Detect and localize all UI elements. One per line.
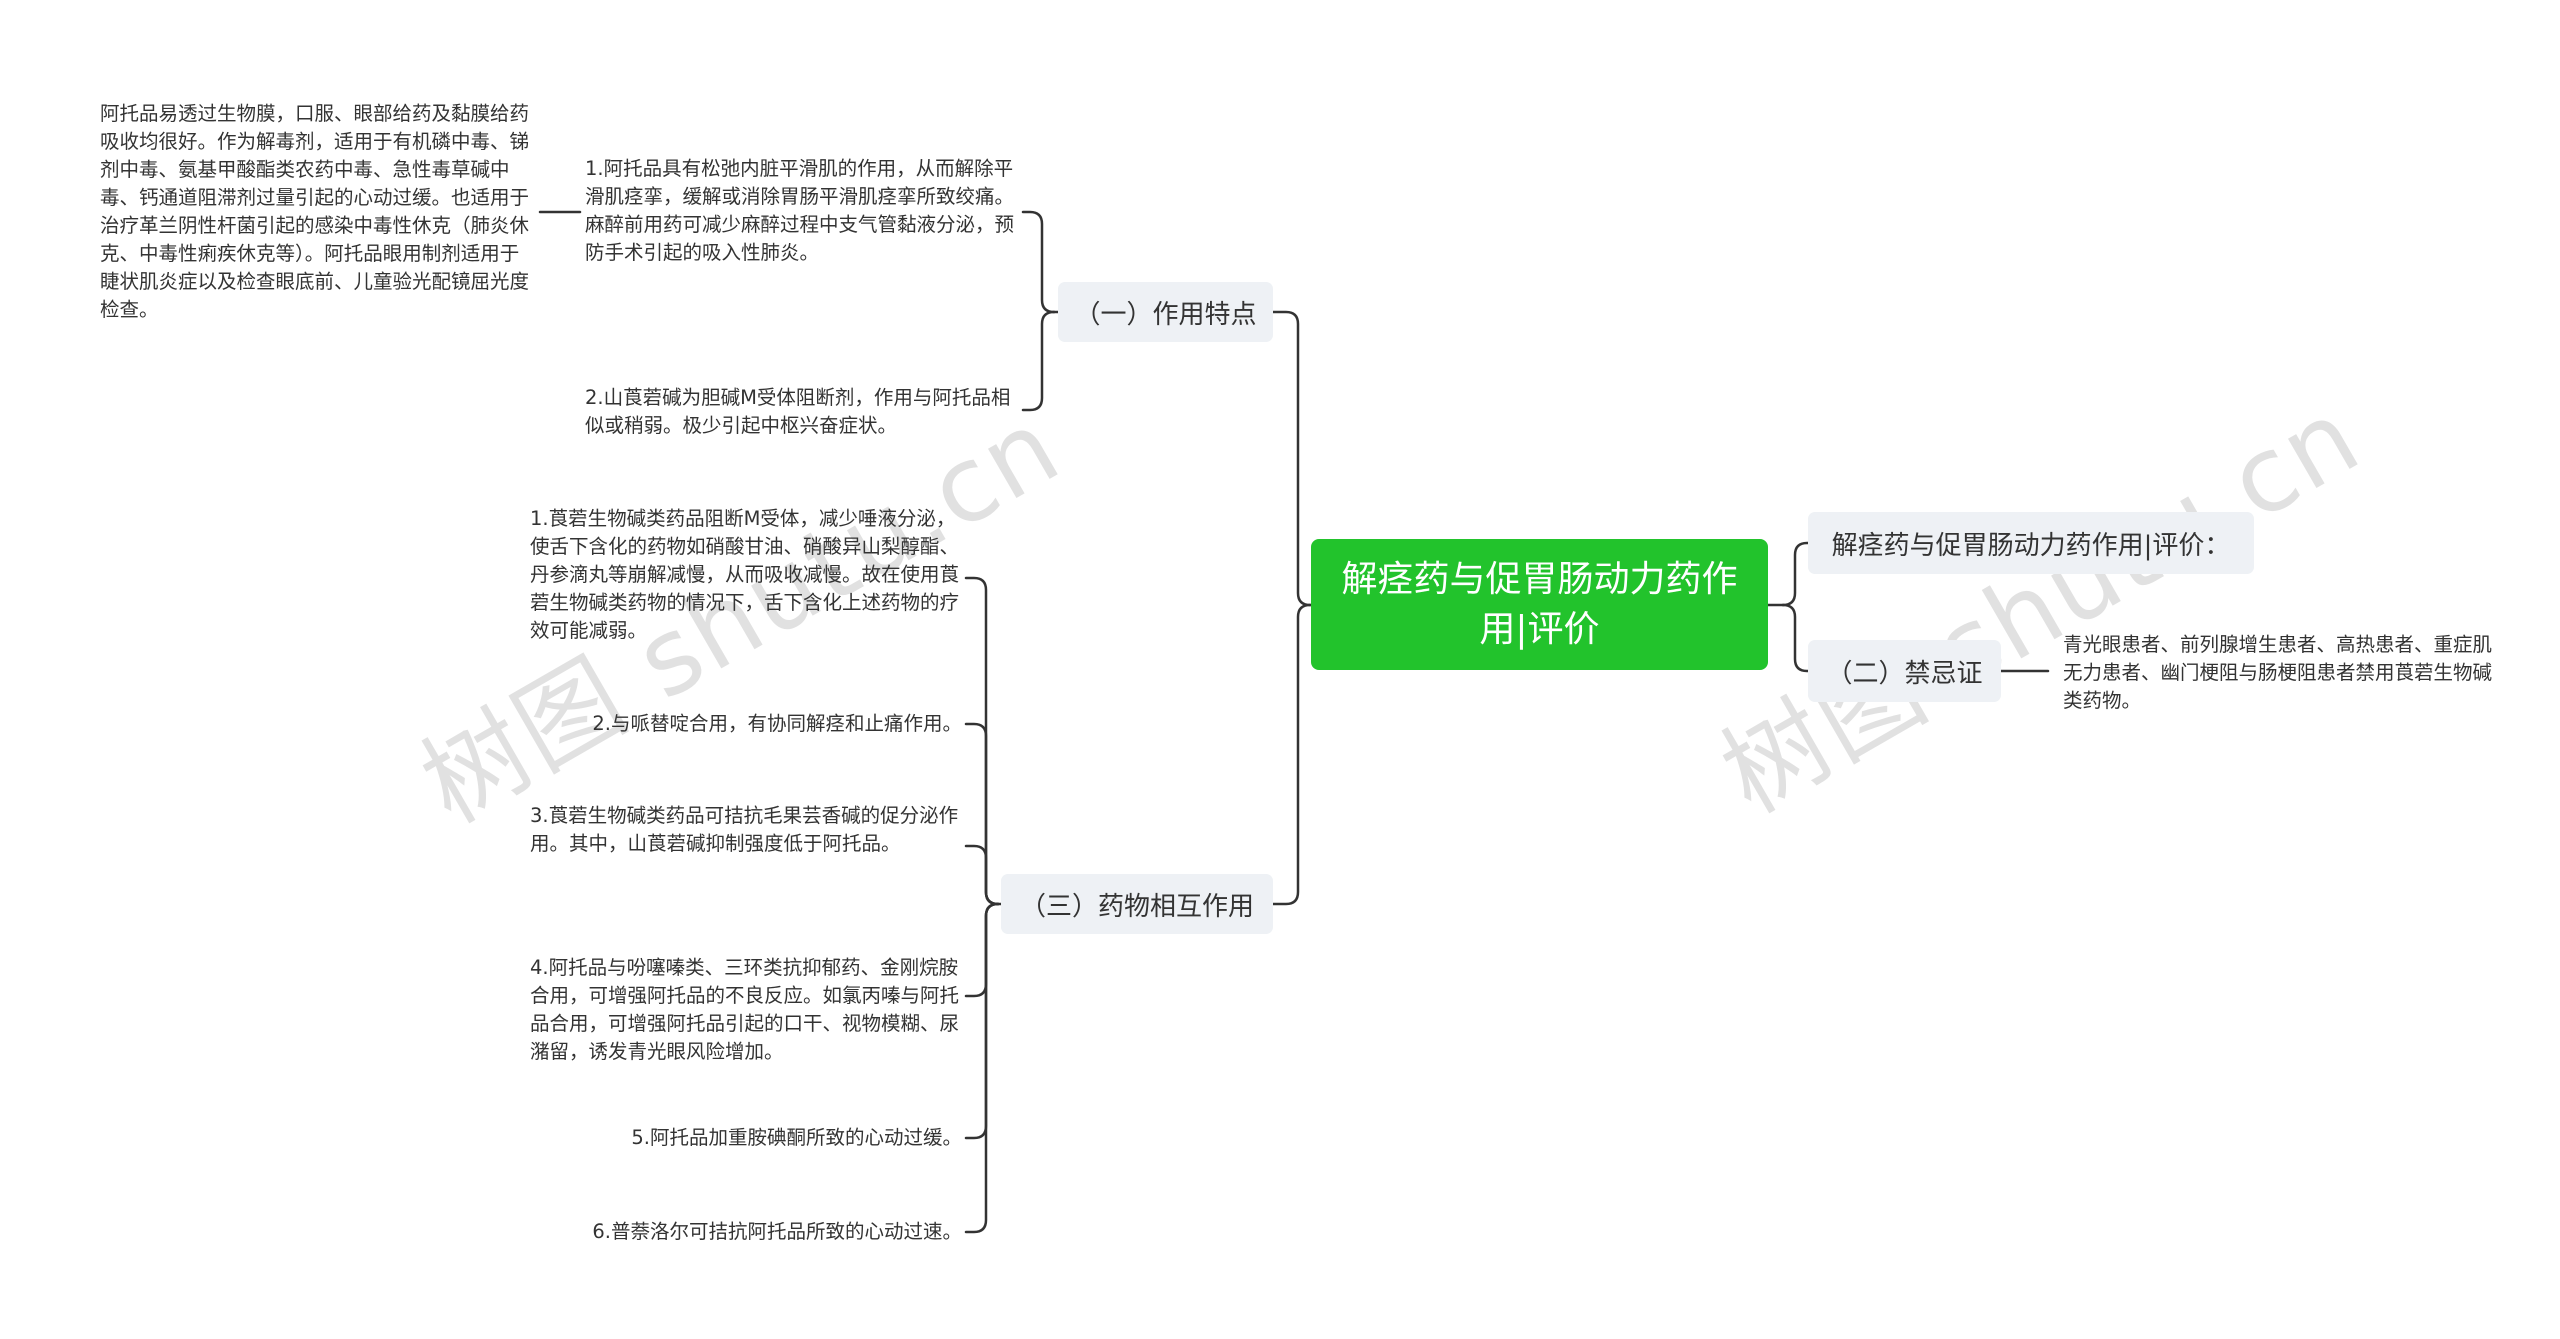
interaction-item-1[interactable]: 1.莨菪生物碱类药品阻断M受体，减少唾液分泌，使舌下含化的药物如硝酸甘油、硝酸异… — [530, 505, 962, 645]
feature-item-2-text: 2.山莨菪碱为胆碱M受体阻断剂，作用与阿托品相似或稍弱。极少引起中枢兴奋症状。 — [585, 386, 1011, 437]
branch-features-label: （一）作用特点 — [1074, 299, 1257, 330]
interactions-link-3 — [964, 844, 1000, 906]
branch-features[interactable]: （一）作用特点 — [1058, 282, 1273, 342]
interaction-item-6-text: 6.普萘洛尔可拮抗阿托品所致的心动过速。 — [592, 1220, 962, 1243]
interaction-item-5-text: 5.阿托品加重胺碘酮所致的心动过缓。 — [631, 1126, 962, 1149]
branch-interactions-label: （三）药物相互作用 — [1019, 891, 1254, 922]
branch-evaluation[interactable]: 解痉药与促胃肠动力药作用|评价： — [1808, 512, 2254, 574]
interaction-item-2[interactable]: 2.与哌替啶合用，有协同解痉和止痛作用。 — [530, 710, 962, 738]
interaction-item-5[interactable]: 5.阿托品加重胺碘酮所致的心动过缓。 — [530, 1124, 962, 1152]
interaction-item-4-text: 4.阿托品与吩噻嗪类、三环类抗抑郁药、金刚烷胺合用，可增强阿托品的不良反应。如氯… — [530, 956, 960, 1063]
feature-item-1-text: 1.阿托品具有松弛内脏平滑肌的作用，从而解除平滑肌痉挛，缓解或消除胃肠平滑肌痉挛… — [585, 157, 1015, 264]
interaction-item-1-text: 1.莨菪生物碱类药品阻断M受体，减少唾液分泌，使舌下含化的药物如硝酸甘油、硝酸异… — [530, 507, 960, 642]
feature-sub-item-text: 阿托品易透过生物膜，口服、眼部给药及黏膜给药吸收均很好。作为解毒剂，适用于有机磷… — [100, 102, 530, 321]
interactions-link-4 — [964, 902, 1000, 998]
feature-item-2[interactable]: 2.山莨菪碱为胆碱M受体阻断剂，作用与阿托品相似或稍弱。极少引起中枢兴奋症状。 — [585, 384, 1015, 440]
branch-contraindications[interactable]: （二）禁忌证 — [1808, 640, 2001, 702]
interactions-link-6 — [964, 902, 1000, 1234]
contraindication-item-1[interactable]: 青光眼患者、前列腺增生患者、高热患者、重症肌无力患者、幽门梗阻与肠梗阻患者禁用莨… — [2063, 631, 2493, 715]
features-link-1 — [1021, 210, 1056, 314]
root-topic-label: 解痉药与促胃肠动力药作用|评价 — [1341, 558, 1738, 650]
features-link-2 — [1021, 310, 1056, 412]
interaction-item-3[interactable]: 3.莨菪生物碱类药品可拮抗毛果芸香碱的促分泌作用。其中，山莨菪碱抑制强度低于阿托… — [530, 802, 962, 858]
root-topic[interactable]: 解痉药与促胃肠动力药作用|评价 — [1311, 539, 1768, 670]
interaction-item-2-text: 2.与哌替啶合用，有协同解痉和止痛作用。 — [592, 712, 962, 735]
branch-interactions[interactable]: （三）药物相互作用 — [1001, 874, 1273, 934]
root-right-link-1 — [1781, 541, 1810, 607]
interactions-link-2 — [964, 722, 1000, 906]
interaction-item-4[interactable]: 4.阿托品与吩噻嗪类、三环类抗抑郁药、金刚烷胺合用，可增强阿托品的不良反应。如氯… — [530, 954, 962, 1066]
interaction-item-6[interactable]: 6.普萘洛尔可拮抗阿托品所致的心动过速。 — [530, 1218, 962, 1246]
interactions-link-5 — [964, 902, 1000, 1140]
root-left-link-2 — [1271, 603, 1312, 906]
interactions-link-1 — [964, 576, 1000, 906]
feature-sub-item[interactable]: 阿托品易透过生物膜，口服、眼部给药及黏膜给药吸收均很好。作为解毒剂，适用于有机磷… — [100, 100, 530, 324]
root-left-link-1 — [1271, 310, 1312, 607]
branch-evaluation-label: 解痉药与促胃肠动力药作用|评价： — [1831, 530, 2231, 561]
root-right-link-2 — [1781, 603, 1810, 673]
contraindication-item-1-text: 青光眼患者、前列腺增生患者、高热患者、重症肌无力患者、幽门梗阻与肠梗阻患者禁用莨… — [2063, 633, 2493, 712]
interaction-item-3-text: 3.莨菪生物碱类药品可拮抗毛果芸香碱的促分泌作用。其中，山莨菪碱抑制强度低于阿托… — [530, 804, 959, 855]
branch-contraindications-label: （二）禁忌证 — [1826, 658, 1983, 689]
feature-item-1[interactable]: 1.阿托品具有松弛内脏平滑肌的作用，从而解除平滑肌痉挛，缓解或消除胃肠平滑肌痉挛… — [585, 155, 1015, 267]
